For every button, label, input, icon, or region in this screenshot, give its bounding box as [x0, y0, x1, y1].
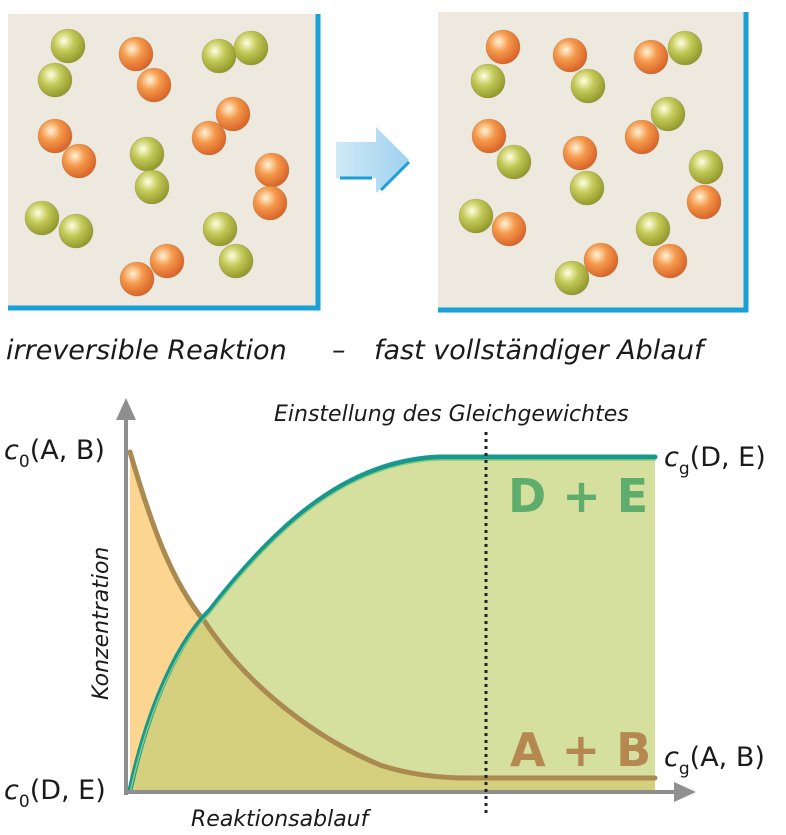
box-after-border	[438, 12, 749, 313]
ball-orange	[37, 118, 73, 154]
caption-dash: –	[332, 335, 346, 366]
ball-green	[496, 144, 532, 180]
x-axis-label: Reaktionsablauf	[191, 807, 372, 832]
product-curve	[127, 454, 658, 793]
reactants-region-label: A + B	[510, 723, 651, 777]
c0-DE-label: c0(D, E)	[4, 775, 106, 812]
ball-orange	[652, 243, 688, 279]
ball-orange	[562, 135, 598, 171]
ball-orange	[61, 143, 97, 179]
ball-green	[24, 200, 60, 236]
ball-orange	[471, 118, 507, 154]
molecule-balls	[458, 29, 724, 296]
c0-AB-text: (A, B)	[30, 435, 105, 466]
overlap-area	[130, 622, 655, 790]
cg-AB-symbol: c	[664, 742, 679, 773]
reactant-curve	[127, 449, 658, 781]
ball-orange	[136, 67, 172, 103]
products-region-label: D + E	[508, 469, 648, 523]
cg-DE-label: cg(D, E)	[664, 442, 766, 479]
c0-AB-subscript: 0	[19, 452, 30, 472]
ball-green	[667, 30, 703, 66]
ball-orange	[624, 119, 660, 155]
ball-green	[570, 68, 606, 104]
ball-orange	[252, 185, 288, 221]
ball-orange	[633, 39, 669, 75]
reaction-arrow-icon	[336, 127, 411, 193]
ball-orange	[149, 243, 185, 279]
ball-orange	[118, 36, 154, 72]
ball-green	[129, 136, 165, 172]
ball-green	[37, 62, 73, 98]
equilibrium-label: Einstellung des Gleichgewichtes	[274, 402, 629, 427]
cg-DE-symbol: c	[664, 442, 679, 473]
ball-green	[50, 28, 86, 64]
ball-green	[218, 243, 254, 279]
ball-green	[458, 198, 494, 234]
ball-green	[202, 211, 238, 247]
ball-green	[233, 30, 269, 66]
box-after	[438, 12, 749, 313]
ball-green	[650, 96, 686, 132]
c0-DE-subscript: 0	[19, 792, 30, 812]
box-before-border	[8, 14, 321, 311]
box-before	[8, 14, 321, 311]
molecule-balls	[24, 28, 290, 297]
ball-orange	[491, 211, 527, 247]
ball-orange	[119, 261, 155, 297]
caption-left: irreversible Reaktion	[6, 335, 287, 366]
c0-DE-symbol: c	[4, 775, 19, 806]
c0-AB-symbol: c	[4, 435, 19, 466]
y-axis-label: Konzentration	[89, 547, 114, 700]
ball-orange	[552, 37, 588, 73]
ball-green	[688, 149, 724, 185]
caption-right: fast vollständiger Ablauf	[374, 335, 707, 366]
c0-AB-label: c0(A, B)	[4, 435, 105, 472]
ball-green	[470, 63, 506, 99]
ball-orange	[254, 152, 290, 188]
ball-green	[635, 211, 671, 247]
ball-orange	[686, 184, 722, 220]
ball-green	[58, 213, 94, 249]
ball-green	[554, 260, 590, 296]
cg-AB-subscript: g	[679, 759, 690, 779]
ball-orange	[215, 96, 251, 132]
y-axis-arrow-icon	[116, 398, 136, 420]
c0-DE-text: (D, E)	[30, 775, 106, 806]
ball-green	[201, 38, 237, 74]
reactants-area	[130, 452, 205, 790]
cg-DE-subscript: g	[679, 459, 690, 479]
ball-orange	[191, 120, 227, 156]
ball-green	[569, 170, 605, 206]
cg-AB-text: (A, B)	[690, 742, 765, 773]
cg-AB-label: cg(A, B)	[664, 742, 765, 779]
ball-green	[134, 169, 170, 205]
cg-DE-text: (D, E)	[690, 442, 766, 473]
ball-orange	[485, 29, 521, 65]
concentration-graph: Einstellung des Gleichgewichtes Konzentr…	[4, 398, 766, 832]
x-axis-arrow-icon	[674, 782, 696, 802]
ball-orange	[583, 242, 619, 278]
